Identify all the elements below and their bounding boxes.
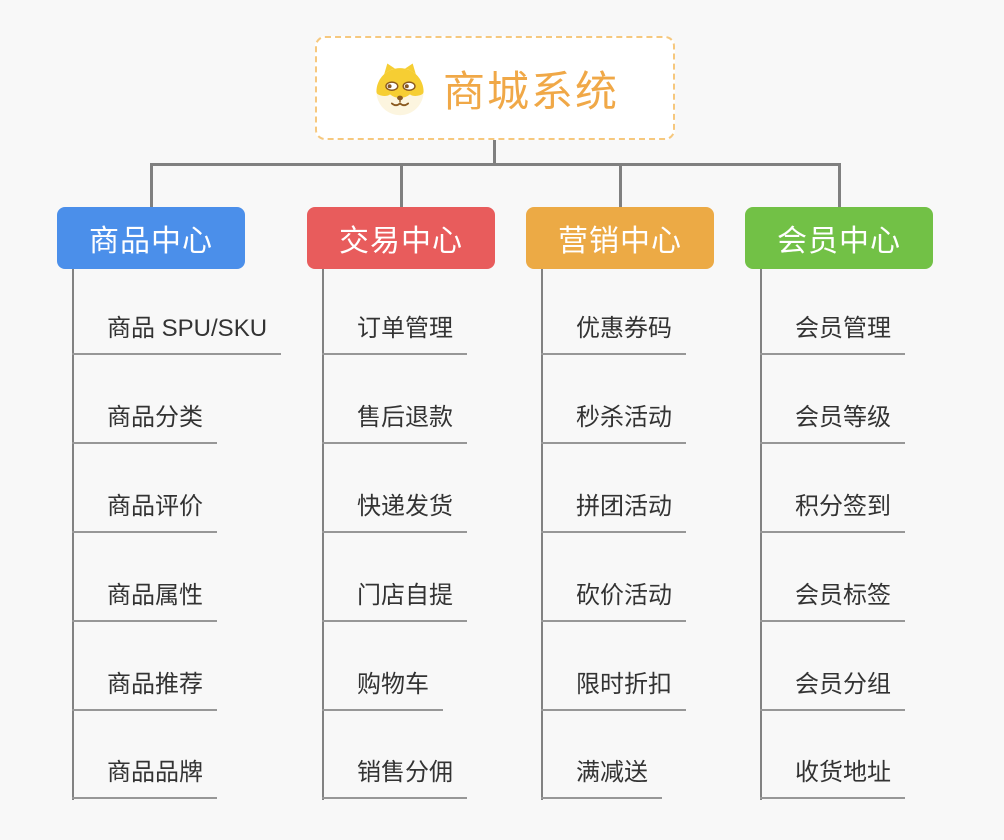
connector-drop-line xyxy=(838,163,841,208)
leaf-node[interactable]: 商品分类 xyxy=(72,403,217,444)
leaf-node[interactable]: 会员等级 xyxy=(760,403,905,444)
leaf-node[interactable]: 收货地址 xyxy=(760,758,905,799)
leaf-node[interactable]: 限时折扣 xyxy=(541,670,686,711)
leaf-node[interactable]: 会员分组 xyxy=(760,670,905,711)
connector-drop-line xyxy=(400,163,403,208)
connector-trunk-line xyxy=(760,269,762,800)
leaf-node[interactable]: 购物车 xyxy=(322,670,443,711)
connector-trunk-line xyxy=(322,269,324,800)
connector-drop-line xyxy=(619,163,622,208)
connector-root-stub xyxy=(493,140,496,166)
root-node-title: 商城系统 xyxy=(442,67,619,115)
leaf-node[interactable]: 订单管理 xyxy=(322,314,467,355)
leaf-node[interactable]: 秒杀活动 xyxy=(541,403,686,444)
leaf-node[interactable]: 优惠券码 xyxy=(541,314,686,355)
leaf-node[interactable]: 快递发货 xyxy=(322,492,467,533)
connector-cross-bar xyxy=(150,163,841,166)
branch-node-product-center[interactable]: 商品中心 xyxy=(57,207,245,269)
leaf-node[interactable]: 砍价活动 xyxy=(541,581,686,622)
branch-node-trade-center[interactable]: 交易中心 xyxy=(307,207,495,269)
branch-node-member-center[interactable]: 会员中心 xyxy=(745,207,933,269)
connector-trunk-line xyxy=(541,269,543,800)
leaf-node[interactable]: 会员管理 xyxy=(760,314,905,355)
leaf-node[interactable]: 商品属性 xyxy=(72,581,217,622)
leaf-node[interactable]: 满减送 xyxy=(541,758,662,799)
root-node-mall-system[interactable]: 商城系统 xyxy=(315,36,675,140)
leaf-node[interactable]: 售后退款 xyxy=(322,403,467,444)
leaf-node[interactable]: 拼团活动 xyxy=(541,492,686,533)
leaf-node[interactable]: 商品推荐 xyxy=(72,670,217,711)
connector-drop-line xyxy=(150,163,153,208)
shiba-dog-icon xyxy=(371,59,429,117)
leaf-node[interactable]: 商品 SPU/SKU xyxy=(72,314,282,355)
leaf-node[interactable]: 门店自提 xyxy=(322,581,467,622)
connector-trunk-line xyxy=(72,269,74,800)
leaf-node[interactable]: 会员标签 xyxy=(760,581,905,622)
leaf-node[interactable]: 销售分佣 xyxy=(322,758,467,799)
branch-node-marketing-center[interactable]: 营销中心 xyxy=(526,207,714,269)
leaf-node[interactable]: 积分签到 xyxy=(760,492,905,533)
leaf-node[interactable]: 商品评价 xyxy=(72,492,217,533)
leaf-node[interactable]: 商品品牌 xyxy=(72,758,217,799)
